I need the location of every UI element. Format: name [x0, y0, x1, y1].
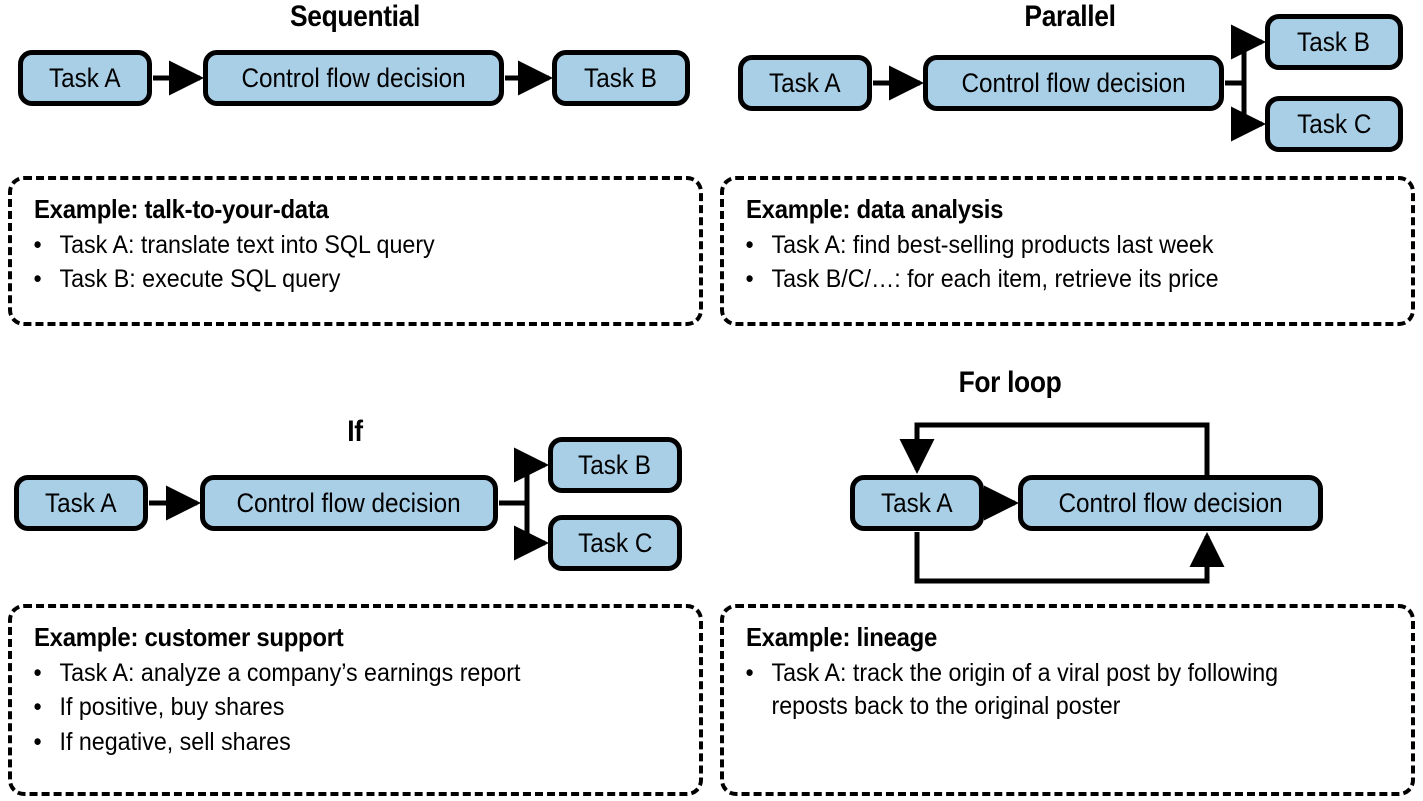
example-box-for-loop: Example: lineage • Task A: track the ori…: [720, 604, 1415, 796]
list-item: • Task A: translate text into SQL query: [26, 229, 635, 262]
example-title: Example: lineage: [746, 622, 938, 652]
example-box-parallel: Example: data analysis • Task A: find be…: [720, 176, 1415, 326]
node-label: Control flow decision: [236, 487, 462, 518]
loop-top-feedback-arrow: [899, 422, 1210, 475]
example-title: Example: talk-to-your-data: [34, 194, 329, 224]
node-label: Task B: [584, 62, 658, 93]
node-task-b-if[interactable]: Task B: [548, 437, 682, 493]
node-label: Task A: [881, 487, 953, 518]
list-item: • Task A: find best-selling products las…: [738, 229, 1347, 262]
node-control-flow-decision-sequential[interactable]: Control flow decision: [203, 50, 504, 106]
example-box-sequential: Example: talk-to-your-data • Task A: tra…: [8, 176, 703, 326]
example-title: Example: customer support: [34, 622, 344, 652]
example-list: • Task A: translate text into SQL query …: [26, 229, 681, 297]
list-item-text: If negative, sell shares: [59, 727, 291, 756]
node-control-flow-decision-for-loop[interactable]: Control flow decision: [1018, 475, 1323, 531]
list-item-text: Task A: analyze a company’s earnings rep…: [59, 659, 521, 687]
node-label: Task B: [578, 449, 652, 480]
node-task-a-if[interactable]: Task A: [14, 475, 148, 531]
panel-title-if: If: [347, 415, 363, 448]
list-item-text: Task A: translate text into SQL query: [59, 231, 435, 259]
node-label: Task A: [769, 67, 841, 98]
bullet-glyph: •: [33, 265, 42, 294]
bullet-glyph: •: [33, 231, 42, 259]
node-task-a-for-loop[interactable]: Task A: [850, 475, 984, 531]
example-list: • Task A: track the origin of a viral po…: [738, 657, 1393, 724]
example-list: • Task A: find best-selling products las…: [738, 229, 1393, 297]
node-label: Task C: [577, 527, 653, 558]
node-label: Task A: [45, 487, 117, 518]
example-box-if: Example: customer support • Task A: anal…: [8, 604, 703, 796]
node-task-a-sequential[interactable]: Task A: [18, 50, 152, 106]
bullet-glyph: •: [745, 659, 754, 687]
node-task-c-parallel[interactable]: Task C: [1265, 96, 1403, 152]
list-item: • If positive, buy shares: [26, 691, 635, 724]
panel-title-parallel: Parallel: [1024, 0, 1116, 33]
bullet-glyph: •: [33, 727, 42, 756]
list-item: • Task A: track the origin of a viral po…: [738, 657, 1347, 724]
loop-bottom-feedback-arrow: [914, 531, 1225, 584]
node-label: Control flow decision: [1058, 487, 1283, 518]
panel-title-sequential: Sequential: [290, 0, 420, 33]
bullet-glyph: •: [745, 231, 754, 259]
list-item: • Task A: analyze a company’s earnings r…: [26, 657, 635, 690]
example-title: Example: data analysis: [746, 194, 1004, 224]
list-item-text: Task A: track the origin of a viral post…: [771, 659, 1279, 721]
bullet-glyph: •: [33, 659, 42, 687]
node-task-b-parallel[interactable]: Task B: [1265, 14, 1403, 70]
list-item: • Task B: execute SQL query: [26, 263, 635, 296]
node-label: Control flow decision: [961, 67, 1186, 98]
node-control-flow-decision-parallel[interactable]: Control flow decision: [923, 55, 1224, 111]
node-task-c-if[interactable]: Task C: [548, 515, 682, 571]
node-label: Control flow decision: [241, 62, 466, 93]
list-item-text: If positive, buy shares: [59, 693, 285, 722]
node-label: Task B: [1297, 26, 1371, 57]
node-task-b-sequential[interactable]: Task B: [552, 50, 690, 106]
bullet-glyph: •: [33, 693, 42, 722]
list-item-text: Task B/C/…: for each item, retrieve its …: [771, 265, 1219, 294]
node-label: Task A: [49, 62, 121, 93]
list-item-text: Task A: find best-selling products last …: [771, 231, 1214, 259]
list-item: • If negative, sell shares: [26, 726, 635, 759]
node-label: Task C: [1296, 108, 1372, 139]
example-list: • Task A: analyze a company’s earnings r…: [26, 657, 681, 759]
list-item: • Task B/C/…: for each item, retrieve it…: [738, 263, 1347, 296]
bullet-glyph: •: [745, 265, 754, 294]
list-item-text: Task B: execute SQL query: [59, 265, 341, 294]
node-control-flow-decision-if[interactable]: Control flow decision: [200, 475, 498, 531]
panel-title-for-loop: For loop: [958, 366, 1062, 399]
node-task-a-parallel[interactable]: Task A: [738, 55, 872, 111]
